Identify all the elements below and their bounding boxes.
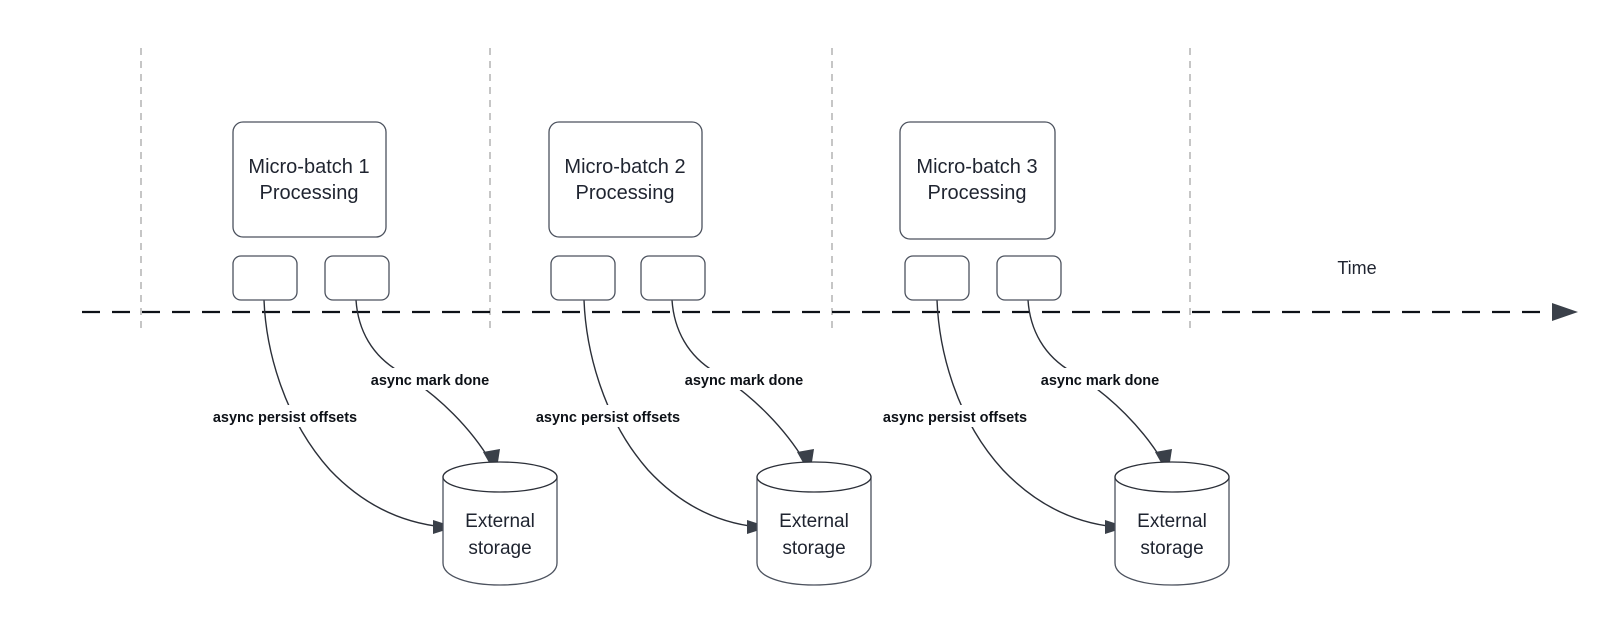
time-axis-arrowhead	[1552, 303, 1578, 321]
external-storage-body-2[interactable]	[756, 476, 872, 586]
mark-done-label-2: async mark done	[685, 373, 803, 389]
external-storage-top-3	[1114, 461, 1230, 493]
micro-batch-group-3: Micro-batch 3 Processing External storag…	[862, 121, 1230, 586]
persist-offsets-label-bg-3	[862, 405, 1048, 427]
persist-offsets-label-2: async persist offsets	[536, 410, 680, 426]
processing-box-label-line1: Micro-batch 3	[916, 156, 1037, 178]
processing-box-label-line1: Micro-batch 1	[248, 156, 369, 178]
processing-box-1[interactable]	[232, 121, 387, 238]
external-storage-label-line1: External	[1137, 511, 1207, 532]
time-axis: Time	[82, 258, 1578, 321]
persist-offsets-label-bg-1	[192, 405, 378, 427]
persist-offsets-label-3: async persist offsets	[883, 410, 1027, 426]
external-storage-top-2	[756, 461, 872, 493]
processing-box-label-line2: Processing	[260, 182, 359, 204]
processing-box-label-line2: Processing	[928, 182, 1027, 204]
processing-box-3[interactable]	[899, 121, 1056, 240]
persist-offsets-arrow-2	[583, 299, 759, 528]
external-storage-body-1[interactable]	[442, 476, 558, 586]
persist-offsets-label-bg-2	[515, 405, 701, 427]
mark-done-label-3: async mark done	[1041, 373, 1159, 389]
mark-done-label-bg-3	[1027, 368, 1173, 390]
mark-done-event-box-1[interactable]	[324, 255, 390, 301]
external-storage-label-line2: storage	[782, 538, 845, 559]
persist-offsets-arrow-3	[936, 299, 1117, 528]
external-storage-top-1	[442, 461, 558, 493]
mark-done-event-box-3[interactable]	[996, 255, 1062, 301]
time-axis-label: Time	[1337, 258, 1376, 278]
persist-offsets-arrow-1	[263, 299, 445, 528]
mark-done-label-bg-1	[357, 368, 503, 390]
mark-done-label-1: async mark done	[371, 373, 489, 389]
processing-box-label-line1: Micro-batch 2	[564, 156, 685, 178]
external-storage-label-line1: External	[779, 511, 849, 532]
persist-event-box-2[interactable]	[550, 255, 616, 301]
persist-event-box-1[interactable]	[232, 255, 298, 301]
external-storage-body-3[interactable]	[1114, 476, 1230, 586]
batch-boundary-ticks	[140, 48, 1191, 332]
micro-batch-group-1: Micro-batch 1 Processing External storag…	[192, 121, 558, 586]
mark-done-event-box-2[interactable]	[640, 255, 706, 301]
micro-batch-group-2: Micro-batch 2 Processing External storag…	[515, 121, 872, 586]
persist-offsets-label-1: async persist offsets	[213, 410, 357, 426]
external-storage-label-line2: storage	[468, 538, 531, 559]
mark-done-label-bg-2	[671, 368, 817, 390]
persist-event-box-3[interactable]	[904, 255, 970, 301]
processing-box-label-line2: Processing	[576, 182, 675, 204]
external-storage-label-line1: External	[465, 511, 535, 532]
external-storage-label-line2: storage	[1140, 538, 1203, 559]
processing-box-2[interactable]	[548, 121, 703, 238]
